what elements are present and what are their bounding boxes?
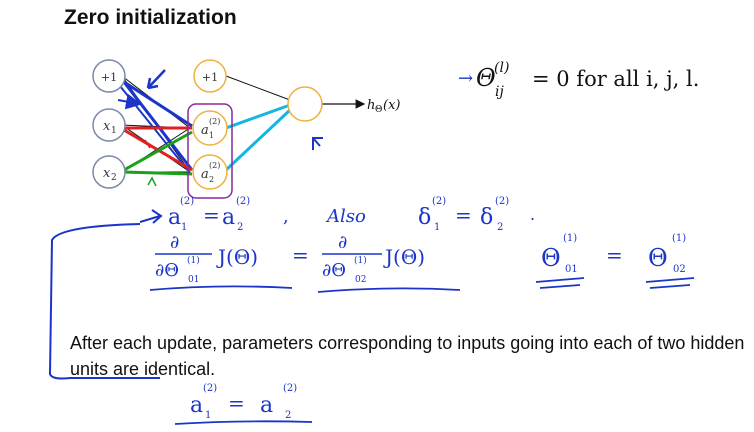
line1-left: a: [168, 205, 181, 230]
input-x2-node: [92, 155, 126, 189]
delta-eq: =: [455, 203, 472, 227]
line1-left-sup: (2): [180, 196, 194, 207]
bottom-left-sub: 1: [205, 410, 211, 421]
bottom-left-sup: (2): [203, 383, 217, 394]
theta-left-underline: [535, 277, 585, 289]
line1-left-sub: 1: [181, 222, 187, 233]
input-x1-var: x: [103, 119, 111, 134]
slide-title: Zero initialization: [64, 6, 237, 29]
theta-right: Θ: [648, 244, 668, 272]
hidden-unit2-sup: (2): [209, 161, 220, 170]
edge-x2-to-h2-green: [123, 170, 193, 176]
edge-h2-out-cyan: [224, 108, 292, 172]
line1-period: .: [530, 205, 535, 224]
hidden-unit2-var: a: [201, 167, 209, 182]
annotation-arrow-blue-mid: [117, 93, 142, 110]
annotation-marks: [117, 69, 323, 187]
input-x1-node: [92, 108, 126, 142]
delta-right-sub: 2: [497, 222, 503, 233]
hidden-bias-node: [193, 59, 227, 93]
delta-right: δ: [480, 205, 493, 230]
equation-subscript: ij: [495, 84, 504, 100]
cost-right: J(Θ): [383, 245, 425, 269]
connector-bracket: [48, 223, 160, 380]
bottom-right: a: [260, 393, 273, 418]
delta-right-sup: (2): [495, 196, 509, 207]
line1-right-sup: (2): [236, 196, 250, 207]
edge-hb-out: [225, 75, 291, 101]
equation-symbol: Θ: [476, 64, 496, 92]
caption-text: After each update, parameters correspond…: [70, 333, 745, 379]
annotation-arrow-output: [312, 137, 323, 150]
partial-num-left: ∂: [170, 232, 179, 253]
theta-right-sub: 02: [673, 264, 686, 275]
network-edges: [119, 75, 366, 176]
partial-den-left: ∂Θ: [155, 260, 179, 281]
partial-num-right: ∂: [338, 232, 347, 253]
line1-right: a: [222, 205, 235, 230]
annotation-tick-green: [147, 176, 157, 187]
theta-right-underline: [645, 277, 695, 289]
network-nodes: +1 x 1 x 2 +1 a (2) 1 a (2) 2 h Θ (x): [92, 59, 400, 199]
equation-superscript: (l): [494, 60, 509, 76]
equation-rest: = 0 for all i, j, l.: [532, 67, 699, 91]
annotation-tick-red: [144, 139, 151, 149]
delta-left: δ: [418, 205, 431, 230]
bottom-eq: =: [228, 391, 245, 415]
output-label-main: h: [367, 98, 375, 113]
also-label: Also: [325, 206, 366, 227]
delta-left-sub: 1: [434, 222, 440, 233]
input-bias-label: +1: [101, 71, 117, 84]
edge-x2-to-h1-green: [123, 130, 193, 172]
partial-eq: =: [292, 243, 309, 267]
hidden-unit1-sub: 1: [209, 131, 214, 140]
edge-h1-out-cyan: [225, 103, 291, 130]
input-bias-node: [92, 59, 126, 93]
underline-right: [317, 287, 461, 293]
output-label-arg: (x): [383, 98, 400, 113]
partial-den-right: ∂Θ: [322, 260, 346, 281]
theta-eq: =: [606, 243, 623, 267]
hidden-unit1-var: a: [201, 123, 209, 138]
bottom-right-sub: 2: [285, 410, 291, 421]
output-label-sub: Θ: [375, 105, 382, 115]
theta-left: Θ: [541, 244, 561, 272]
theta-right-sup: (1): [672, 233, 686, 244]
partial-den-right-sup: (1): [354, 255, 367, 266]
line1-comma: ,: [283, 206, 289, 227]
bottom-left: a: [190, 393, 203, 418]
handwritten-pointer-arrow: [139, 209, 163, 224]
partial-den-left-sub: 01: [188, 275, 199, 285]
annotation-arrow-bias: [146, 69, 166, 90]
zero-init-equation: → Θ (l) ij = 0 for all i, j, l.: [458, 60, 699, 100]
hidden-unit2-node: [192, 154, 228, 190]
handwritten-notes: a (2) 1 = a (2) 2 , Also δ (2) 1 = δ (2)…: [48, 196, 695, 425]
edge-bias-to-h1-blue: [123, 80, 193, 128]
hidden-unit1-node: [192, 110, 228, 146]
underline-left: [149, 285, 293, 291]
equation-arrow: →: [458, 68, 473, 89]
partial-den-right-sub: 02: [355, 275, 366, 285]
partial-den-left-sup: (1): [187, 255, 200, 266]
theta-left-sup: (1): [563, 233, 577, 244]
theta-left-sub: 01: [565, 264, 578, 275]
line1-eq: =: [203, 203, 220, 227]
line1-right-sub: 2: [237, 222, 243, 233]
hidden-units-enclosure: [187, 103, 233, 199]
hidden-unit2-sub: 2: [209, 175, 214, 184]
input-x1-sub: 1: [111, 126, 117, 136]
hidden-unit1-sup: (2): [209, 117, 220, 126]
output-node: [287, 86, 323, 122]
delta-left-sup: (2): [432, 196, 446, 207]
bottom-underline: [174, 420, 313, 425]
cost-left: J(Θ): [216, 245, 258, 269]
hidden-bias-label: +1: [202, 71, 218, 84]
input-x2-var: x: [103, 166, 111, 181]
bottom-right-sup: (2): [283, 383, 297, 394]
input-x2-sub: 2: [111, 173, 117, 183]
